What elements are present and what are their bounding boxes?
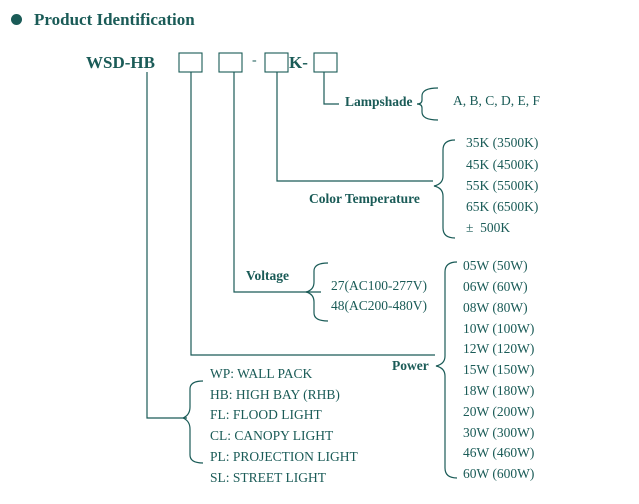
power-option: 10W (100W) — [463, 321, 535, 336]
color-temperature-option: 35K (3500K) — [466, 135, 539, 150]
power-option: 20W (200W) — [463, 404, 535, 419]
title-bullet-icon — [11, 14, 22, 25]
color-temperature-connector — [276, 72, 433, 182]
power-connector — [190, 72, 435, 356]
power-option: 06W (60W) — [463, 279, 528, 294]
product-type-option: CL: CANOPY LIGHT — [210, 428, 334, 443]
power-option: 46W (460W) — [463, 445, 535, 460]
voltage-brace — [305, 262, 329, 322]
power-option: 18W (180W) — [463, 383, 535, 398]
power-option: 08W (80W) — [463, 300, 528, 315]
power-option: 12W (120W) — [463, 341, 535, 356]
code-box-lampshade — [313, 52, 338, 73]
power-option: 15W (150W) — [463, 362, 535, 377]
product-type-option: FL: FLOOD LIGHT — [210, 407, 322, 422]
code-box-voltage — [218, 52, 243, 73]
voltage-label: Voltage — [246, 268, 289, 283]
product-type-brace — [181, 380, 204, 464]
product-type-option: WP: WALL PACK — [210, 366, 313, 381]
power-brace — [435, 261, 458, 479]
power-option: 05W (50W) — [463, 258, 528, 273]
power-option: 30W (300W) — [463, 425, 535, 440]
model-code-k: K- — [289, 53, 308, 72]
model-code-prefix: WSD-HB — [86, 53, 155, 72]
color-temperature-brace — [433, 139, 456, 239]
product-type-connector — [146, 72, 187, 419]
color-temperature-option: 65K (6500K) — [466, 199, 539, 214]
product-type-option: SL: STREET LIGHT — [210, 470, 326, 485]
color-temperature-option: ± 500K — [466, 220, 511, 235]
code-box-color-temperature — [264, 52, 289, 73]
product-type-option: PL: PROJECTION LIGHT — [210, 449, 358, 464]
color-temperature-label: Color Temperature — [309, 191, 420, 206]
page-title: Product Identification — [34, 10, 195, 29]
voltage-option: 27(AC100-277V) — [331, 278, 427, 293]
lampshade-label: Lampshade — [345, 94, 413, 109]
lampshade-options: A, B, C, D, E, F — [453, 93, 541, 108]
lampshade-connector — [323, 72, 339, 105]
color-temperature-option: 45K (4500K) — [466, 157, 539, 172]
voltage-connector — [233, 72, 321, 293]
model-code-dash: - — [252, 53, 257, 68]
power-option: 60W (600W) — [463, 466, 535, 481]
code-box-power — [178, 52, 203, 73]
product-type-option: HB: HIGH BAY (RHB) — [210, 387, 340, 402]
voltage-option: 48(AC200-480V) — [331, 298, 427, 313]
lampshade-brace — [416, 87, 439, 121]
color-temperature-option: 55K (5500K) — [466, 178, 539, 193]
power-label: Power — [392, 358, 429, 373]
